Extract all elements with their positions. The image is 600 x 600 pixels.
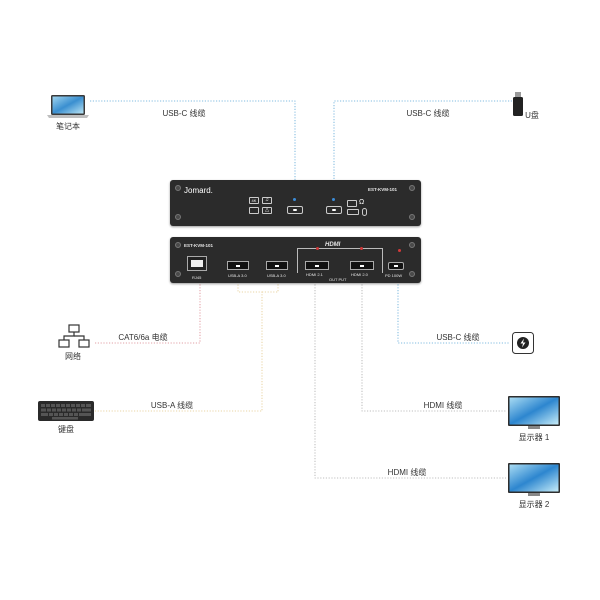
- usbc-udisk-line: [333, 100, 512, 192]
- usba-port-2: [266, 261, 288, 270]
- usba-port-1: [227, 261, 249, 270]
- screen-icon: [249, 207, 259, 214]
- hdmi-monitor1-line: [361, 276, 506, 412]
- front-usbc-port-2: [326, 206, 342, 214]
- network-label: 网络: [65, 352, 81, 361]
- pd-usbc-port: [388, 262, 404, 270]
- keyboard-icon: [38, 401, 94, 421]
- monitor1-label: 显示器 1: [518, 433, 550, 442]
- front-led-1: [293, 198, 296, 201]
- kvm-rear-panel: EST-KVM-101 HDMI RJ45 USB-A 3.0 USB-A 3.…: [170, 237, 421, 283]
- rj45-port: [187, 256, 207, 271]
- front-model: EST-KVM-101: [368, 187, 398, 192]
- display-small-icon: [347, 200, 357, 207]
- brand-logo: Jomard.: [184, 186, 213, 195]
- front-led-2: [332, 198, 335, 201]
- cable-label-cat6: CAT6/6a 电缆: [118, 333, 168, 342]
- headset-icon: Ω: [359, 199, 365, 206]
- output-label: OUT PUT: [329, 277, 347, 282]
- monitor2-label: 显示器 2: [518, 500, 550, 509]
- pd-led: [398, 249, 401, 252]
- monitor1-icon: [508, 396, 560, 429]
- front-usbc-port-1: [287, 206, 303, 214]
- hdmi-logo: HDMI: [325, 242, 341, 248]
- monitor2-device: [508, 463, 560, 497]
- pd-label: PD 100W: [385, 273, 403, 278]
- monitor2-icon: [508, 463, 560, 496]
- hdmi-port-1: [305, 261, 329, 270]
- cable-label-usbc-laptop: USB-C 线缆: [162, 109, 206, 118]
- hdmi-port-2-label: HDMI 2.0: [351, 272, 368, 277]
- cable-label-usbc-power: USB-C 线缆: [436, 333, 480, 342]
- mouse-small-icon: [362, 208, 367, 216]
- cable-label-hdmi-monitor1: HDMI 线缆: [423, 401, 463, 410]
- usba-port-2-label: USB-A 3.0: [267, 273, 286, 278]
- network-device: [58, 324, 90, 348]
- hdmi2-led: [360, 247, 363, 250]
- udisk-label: U盘: [525, 111, 539, 120]
- usba-port-1-label: USB-A 3.0: [228, 273, 247, 278]
- kvm-front-panel: Jomard. EST-KVM-101 4K ♫ △ Ω: [170, 180, 421, 226]
- laptop-icon: [47, 95, 89, 118]
- key-4k: 4K: [249, 197, 259, 204]
- hdmi-port-2: [350, 261, 374, 270]
- keyboard-small-icon: [347, 209, 359, 215]
- monitor1-device: [508, 396, 560, 430]
- power-adapter-icon: [512, 332, 534, 354]
- audio-icon: ♫: [262, 197, 272, 204]
- usbc-laptop-line: [90, 100, 296, 192]
- laptop-label: 笔记本: [56, 122, 80, 131]
- cable-label-usbc-udisk: USB-C 线缆: [406, 109, 450, 118]
- network-icon: [58, 324, 90, 348]
- keyboard-device: [38, 401, 94, 421]
- hdmi-output-bracket: [297, 248, 383, 273]
- rj45-label: RJ45: [192, 275, 202, 280]
- network-small-icon: △: [262, 207, 272, 214]
- hdmi-monitor2-line: [314, 276, 506, 479]
- hdmi-port-1-label: HDMI 2.1: [306, 272, 323, 277]
- cable-label-usba-keyboard: USB-A 线缆: [150, 401, 194, 410]
- rear-model: EST-KVM-101: [184, 243, 214, 248]
- cable-label-hdmi-monitor2: HDMI 线缆: [387, 468, 427, 477]
- usb-drive-icon: [513, 92, 523, 116]
- hdmi1-led: [316, 247, 319, 250]
- usba-keyboard-line: [92, 276, 263, 412]
- keyboard-label: 键盘: [58, 425, 74, 434]
- udisk-device: [512, 92, 524, 116]
- power-adapter-device: [512, 332, 534, 354]
- laptop-device: [46, 94, 90, 120]
